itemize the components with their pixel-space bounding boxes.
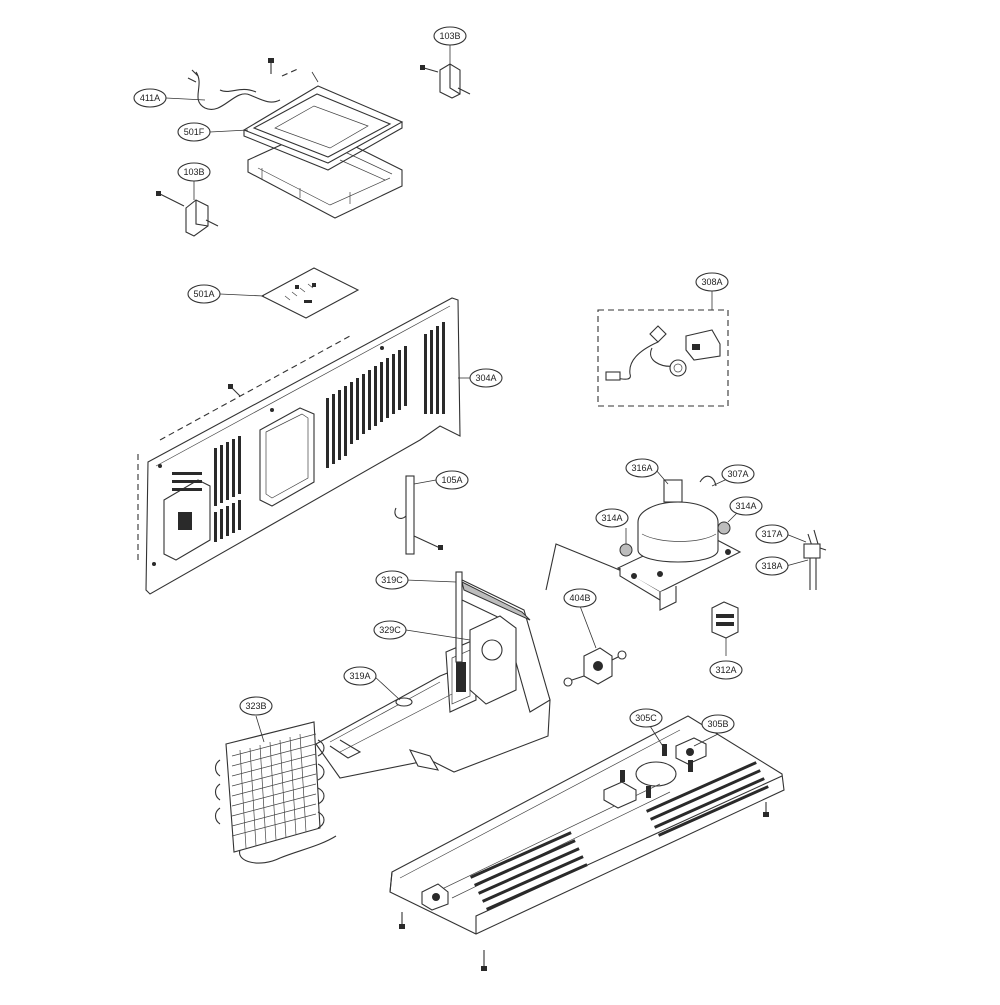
callout-317A-label: 317A	[761, 529, 782, 539]
callout-308A-label: 308A	[701, 277, 722, 287]
terminal-cover	[711, 601, 739, 639]
callout-404B-label: 404B	[569, 593, 590, 603]
callout-323B-label: 323B	[245, 701, 266, 711]
callout-105A-label: 105A	[441, 475, 462, 485]
callout-404B: 404B	[563, 588, 597, 608]
callout-305C: 305C	[629, 708, 663, 728]
callout-318A: 318A	[755, 556, 789, 576]
starter-relay-kit	[597, 309, 729, 407]
callout-501F-label: 501F	[184, 127, 205, 137]
callout-501A: 501A	[187, 284, 221, 304]
callout-103B-top: 103B	[433, 26, 467, 46]
rear-panel	[137, 297, 461, 595]
callout-312A: 312A	[709, 660, 743, 680]
callout-314A-left-label: 314A	[601, 513, 622, 523]
callout-323B: 323B	[239, 696, 273, 716]
callout-317A: 317A	[755, 524, 789, 544]
callout-319A-label: 319A	[349, 671, 370, 681]
support-rod	[394, 475, 443, 555]
callout-501A-label: 501A	[193, 289, 214, 299]
callout-411A: 411A	[133, 88, 167, 108]
callout-319C: 319C	[375, 570, 409, 590]
callout-314A-left: 314A	[595, 508, 629, 528]
callout-304A-label: 304A	[475, 373, 496, 383]
callout-105A: 105A	[435, 470, 469, 490]
bracket-left	[156, 191, 219, 237]
callout-307A-label: 307A	[727, 469, 748, 479]
leader-lines	[165, 44, 809, 749]
callout-329C-label: 329C	[379, 625, 401, 635]
callout-305C-label: 305C	[635, 713, 657, 723]
control-box-assembly	[187, 58, 404, 219]
callout-329C: 329C	[373, 620, 407, 640]
callout-307A: 307A	[721, 464, 755, 484]
condenser-coil	[214, 721, 337, 864]
callout-312A-label: 312A	[715, 665, 736, 675]
callout-411A-label: 411A	[140, 93, 160, 103]
callout-305B: 305B	[701, 714, 735, 734]
bracket-top	[420, 63, 471, 99]
callout-319C-label: 319C	[381, 575, 403, 585]
callout-316A: 316A	[625, 458, 659, 478]
callout-308A: 308A	[695, 272, 729, 292]
callout-305B-label: 305B	[707, 719, 728, 729]
base-plate	[389, 715, 785, 971]
callout-314A-right-label: 314A	[735, 501, 756, 511]
callout-103B-left: 103B	[177, 162, 211, 182]
compressor	[545, 475, 742, 611]
callout-314A-right: 314A	[729, 496, 763, 516]
thermostat-sensor	[803, 529, 827, 590]
callout-318A-label: 318A	[761, 561, 782, 571]
pcb-board	[260, 267, 360, 319]
callout-316A-label: 316A	[631, 463, 652, 473]
callout-319A: 319A	[343, 666, 377, 686]
callout-501F: 501F	[177, 122, 211, 142]
callout-103B-left-label: 103B	[183, 167, 204, 177]
callout-304A: 304A	[469, 368, 503, 388]
fan-motor	[563, 647, 627, 687]
callout-103B-top-label: 103B	[439, 31, 460, 41]
evaporator-housing	[315, 571, 551, 779]
